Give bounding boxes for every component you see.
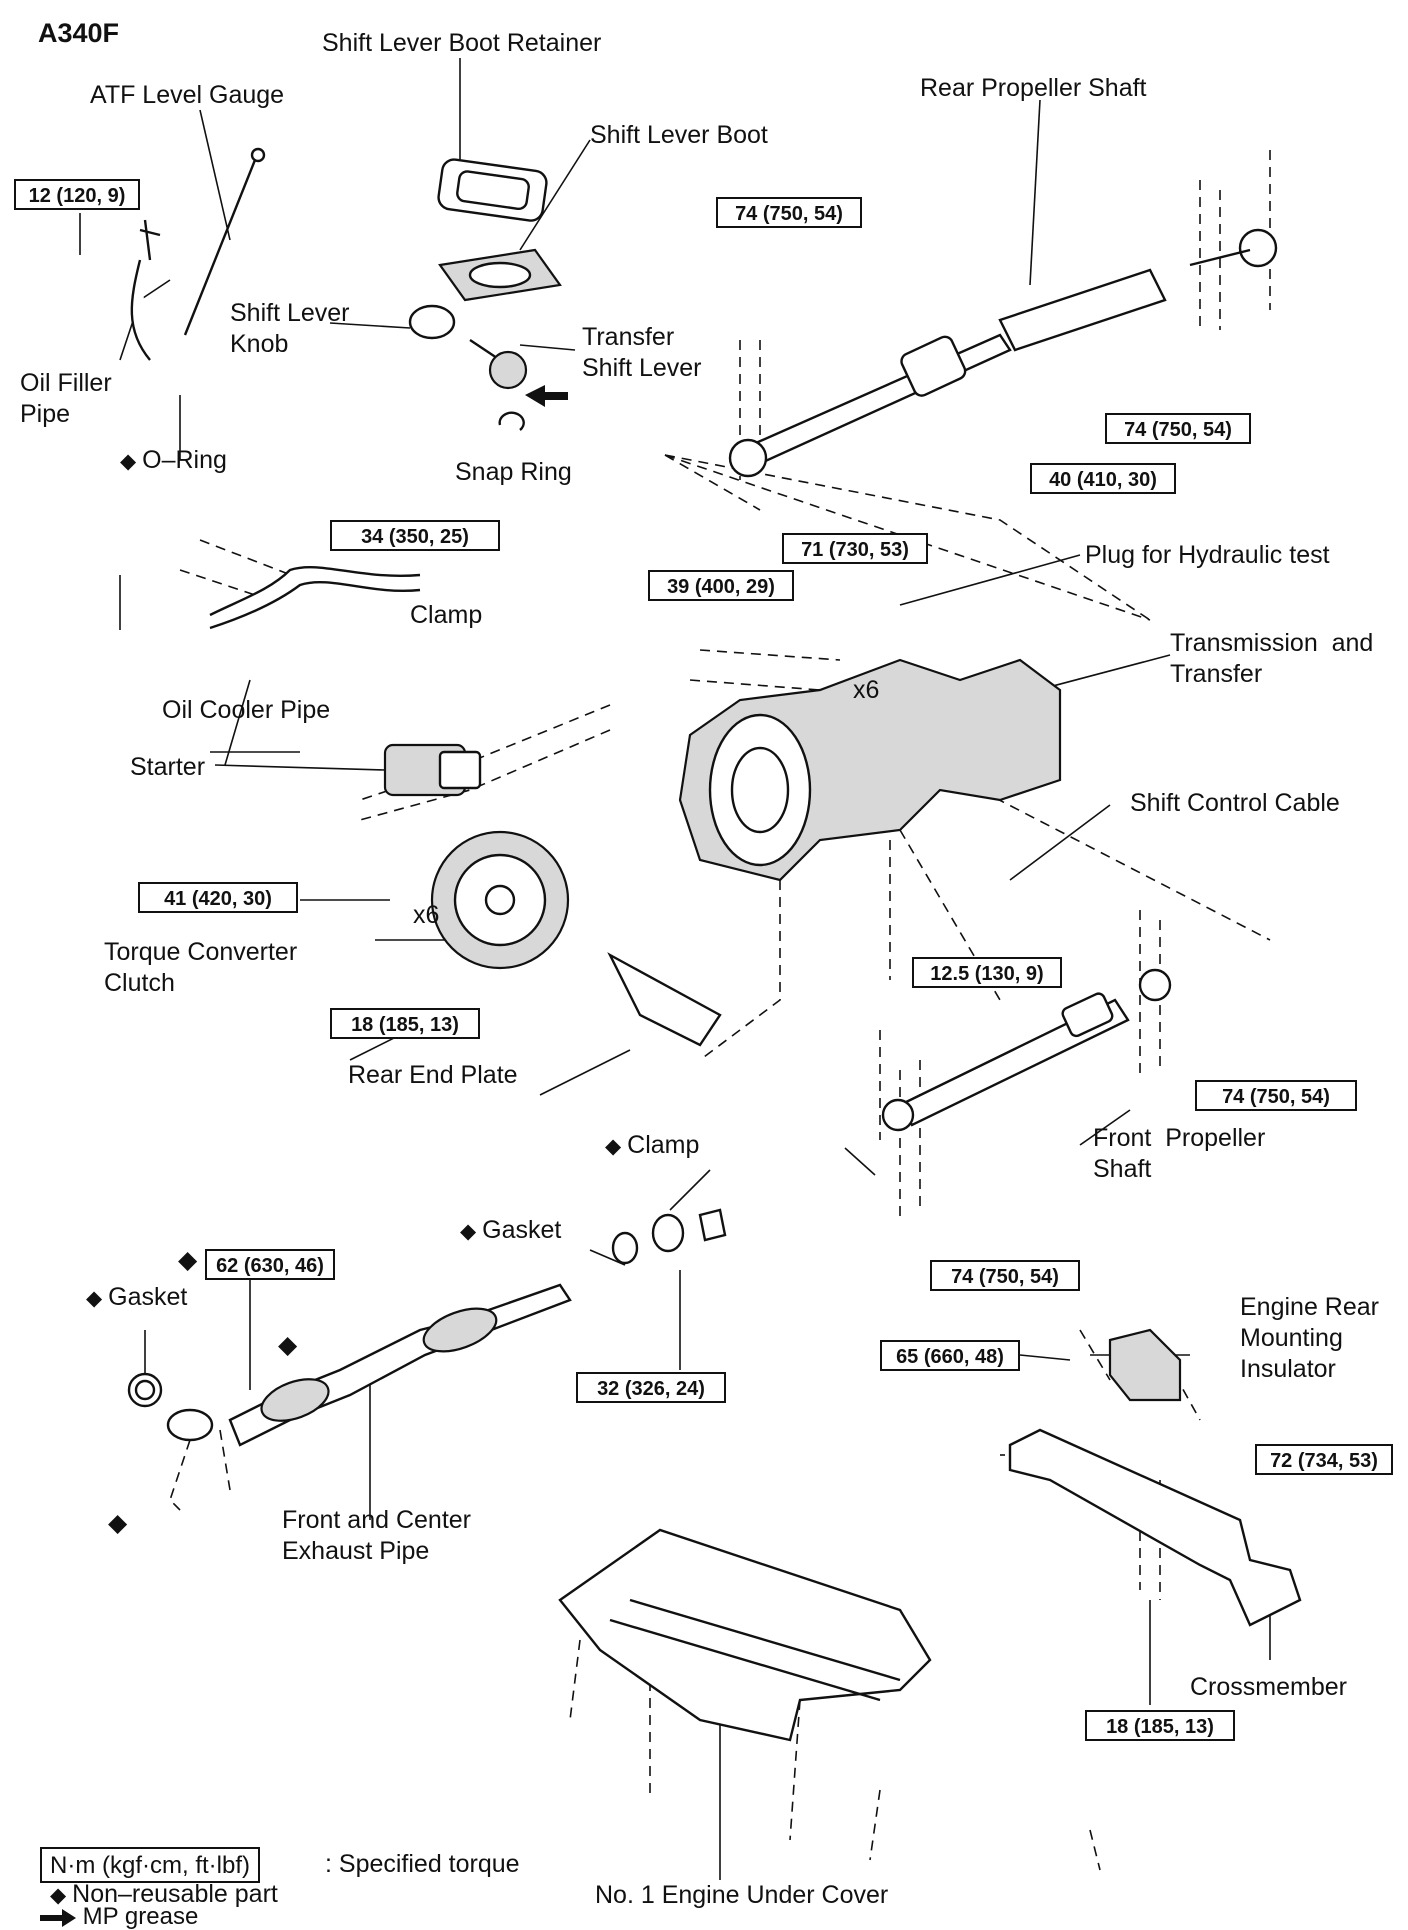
label-torque-converter-clutch: Torque Converter Clutch [104, 938, 298, 997]
label-snap-ring: Snap Ring [455, 458, 572, 486]
shift-lever-boot-retainer-part [437, 158, 548, 222]
torque-spec-center-bearing: 40 (410, 30) [1030, 463, 1176, 494]
legend-non-reusable-text: Non–reusable part [72, 1880, 278, 1908]
torque-spec-oil-cooler-pipe: 34 (350, 25) [330, 520, 500, 551]
rear-propeller-shaft-part [728, 228, 1278, 478]
label-clamp-oil-cooler: Clamp [410, 601, 483, 629]
label-transmission-and-transfer: Transmission and Transfer [1170, 629, 1374, 688]
label-no1-engine-under-cover: No. 1 Engine Under Cover [595, 1881, 889, 1909]
label-engine-rear-mounting-insulator: Engine Rear Mounting Insulator [1240, 1293, 1379, 1383]
label-oil-filler-pipe: Oil Filler Pipe [20, 369, 112, 428]
transmission-transfer-part [678, 658, 1062, 882]
rear-end-plate-part [607, 952, 722, 1047]
shift-lever-boot-part [438, 248, 562, 302]
transfer-shift-lever-part [469, 339, 528, 390]
torque-spec-oil-filler-bolt: 12 (120, 9) [14, 179, 140, 210]
front-propeller-shaft-part [881, 968, 1172, 1132]
legend-grease-text: MP grease [82, 1903, 199, 1930]
torque-spec-rear-prop-front: 74 (750, 54) [716, 197, 862, 228]
atf-level-gauge-part [183, 147, 266, 336]
label-shift-lever-knob: Shift Lever Knob [230, 299, 350, 358]
non-reusable-diamond-icon: ◆ [605, 1135, 622, 1158]
label-crossmember: Crossmember [1190, 1673, 1347, 1701]
label-shift-control-cable: Shift Control Cable [1130, 789, 1340, 817]
non-reusable-diamond-icon: ◆ [86, 1287, 103, 1310]
label-gasket-exhaust-rear: ◆Gasket [460, 1215, 561, 1247]
snap-ring-part [498, 411, 525, 431]
torque-converter-part [430, 830, 570, 970]
non-reusable-diamond-icon: ◆ [178, 1246, 198, 1274]
non-reusable-diamond-icon: ◆ [108, 1509, 128, 1537]
label-x6-bolts-converter: x6 [413, 901, 440, 929]
label-transfer-shift-lever: Transfer Shift Lever [582, 323, 702, 382]
torque-spec-engine-mount: 65 (660, 48) [880, 1340, 1020, 1371]
label-front-and-center-exhaust-pipe: Front and Center Exhaust Pipe [282, 1506, 471, 1565]
label-front-propeller-shaft: Front Propeller Shaft [1093, 1124, 1266, 1183]
label-o-ring: ◆O–Ring [120, 445, 227, 477]
gasket-ring-part [127, 1372, 163, 1408]
torque-spec-torque-converter: 41 (420, 30) [138, 882, 298, 913]
torque-spec-starter-bolts: 39 (400, 29) [648, 570, 794, 601]
torque-spec-transmission-bolts: 71 (730, 53) [782, 533, 928, 564]
non-reusable-diamond-icon: ◆ [120, 450, 137, 473]
label-oil-cooler-pipe: Oil Cooler Pipe [162, 696, 331, 724]
torque-spec-crossmember-bottom: 18 (185, 13) [1085, 1710, 1235, 1741]
starter-part [383, 743, 482, 797]
exhaust-pipe-part [166, 1283, 572, 1447]
gasket-rear-text: Gasket [482, 1216, 562, 1244]
label-rear-propeller-shaft: Rear Propeller Shaft [920, 74, 1147, 102]
torque-spec-shift-cable: 12.5 (130, 9) [912, 957, 1062, 988]
clamp-exhaust-text: Clamp [627, 1131, 700, 1159]
label-shift-lever-boot: Shift Lever Boot [590, 121, 768, 149]
label-rear-end-plate: Rear End Plate [348, 1061, 518, 1089]
exhaust-clamp-part [611, 1208, 727, 1265]
label-x6-bolts-transmission: x6 [853, 676, 880, 704]
legend-torque-desc: : Specified torque [325, 1850, 520, 1878]
engine-under-cover-part [558, 1528, 932, 1742]
gasket-front-text: Gasket [108, 1283, 188, 1311]
torque-spec-crossmember-side: 72 (734, 53) [1255, 1444, 1393, 1475]
grease-arrow-icon [40, 1908, 76, 1927]
non-reusable-diamond-icon: ◆ [460, 1220, 477, 1243]
torque-spec-front-prop-rear: 74 (750, 54) [930, 1260, 1080, 1291]
shift-lever-knob-part [408, 304, 456, 340]
legend-torque-unit-box: N·m (kgf·cm, ft·lbf) [40, 1847, 260, 1883]
legend-grease: MP grease [40, 1905, 198, 1929]
grease-arrow-part [525, 385, 568, 407]
model-code: A340F [38, 18, 120, 48]
o-ring-text: O–Ring [142, 446, 227, 474]
non-reusable-diamond-icon: ◆ [50, 1884, 67, 1907]
oil-cooler-pipe-part [209, 566, 421, 630]
label-atf-level-gauge: ATF Level Gauge [90, 81, 285, 109]
crossmember-part [1008, 1428, 1302, 1627]
legend-non-reusable: ◆Non–reusable part [50, 1880, 278, 1909]
torque-spec-exhaust-front: 62 (630, 46) [205, 1249, 335, 1280]
label-plug-for-hydraulic-test: Plug for Hydraulic test [1085, 541, 1330, 569]
torque-spec-rear-prop-rear: 74 (750, 54) [1105, 413, 1251, 444]
torque-spec-rear-end-plate: 18 (185, 13) [330, 1008, 480, 1039]
label-shift-lever-boot-retainer: Shift Lever Boot Retainer [322, 29, 602, 57]
torque-spec-front-prop-front: 74 (750, 54) [1195, 1080, 1357, 1111]
torque-spec-exhaust-clamp: 32 (326, 24) [576, 1372, 726, 1403]
engine-rear-mount-part [1108, 1328, 1182, 1402]
label-gasket-exhaust-front: ◆Gasket [86, 1282, 187, 1314]
label-starter: Starter [130, 753, 206, 781]
label-clamp-exhaust: ◆Clamp [605, 1130, 699, 1162]
non-reusable-diamond-icon: ◆ [278, 1331, 298, 1359]
oil-filler-pipe-part [130, 219, 161, 361]
